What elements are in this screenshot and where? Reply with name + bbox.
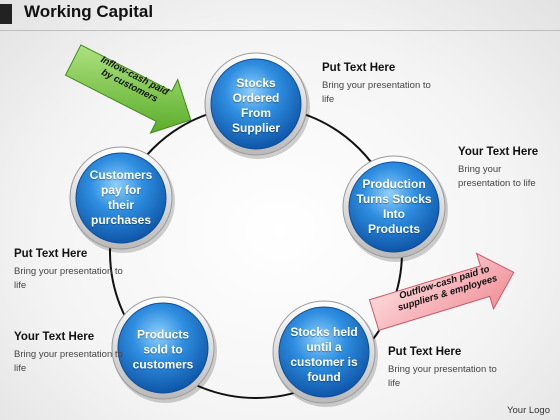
node-products-sold xyxy=(111,296,217,403)
note-left: Put Text Here Bring your presentation to… xyxy=(14,248,124,293)
logo-placeholder: Your Logo xyxy=(507,405,550,416)
note-heading: Your Text Here xyxy=(14,331,95,343)
node-customers-pay xyxy=(69,146,175,253)
node-stocks-held xyxy=(272,300,378,407)
inflow-arrow xyxy=(64,44,192,134)
note-heading: Put Text Here xyxy=(388,346,462,358)
note-right: Your Text Here Bring your presentation t… xyxy=(458,146,554,191)
note-top-right: Put Text Here Bring your presentation to… xyxy=(322,62,432,107)
page-title: Working Capital xyxy=(24,2,154,21)
note-heading: Put Text Here xyxy=(14,248,88,260)
note-bottom-left: Your Text Here Bring your presentation t… xyxy=(14,331,124,376)
outflow-arrow xyxy=(368,252,515,331)
node-stocks-ordered xyxy=(204,52,310,159)
note-bottom-right: Put Text Here Bring your presentation to… xyxy=(388,346,498,391)
node-production xyxy=(342,155,448,262)
note-heading: Your Text Here xyxy=(458,146,539,158)
note-body: Bring your presentation to life xyxy=(458,164,536,189)
note-body: Bring your presentation to life xyxy=(14,266,123,291)
title-accent-bar xyxy=(0,4,12,24)
note-body: Bring your presentation to life xyxy=(388,364,497,389)
note-heading: Put Text Here xyxy=(322,62,396,74)
note-body: Bring your presentation to life xyxy=(322,80,431,105)
note-body: Bring your presentation to life xyxy=(14,349,123,374)
title-divider xyxy=(0,30,560,31)
